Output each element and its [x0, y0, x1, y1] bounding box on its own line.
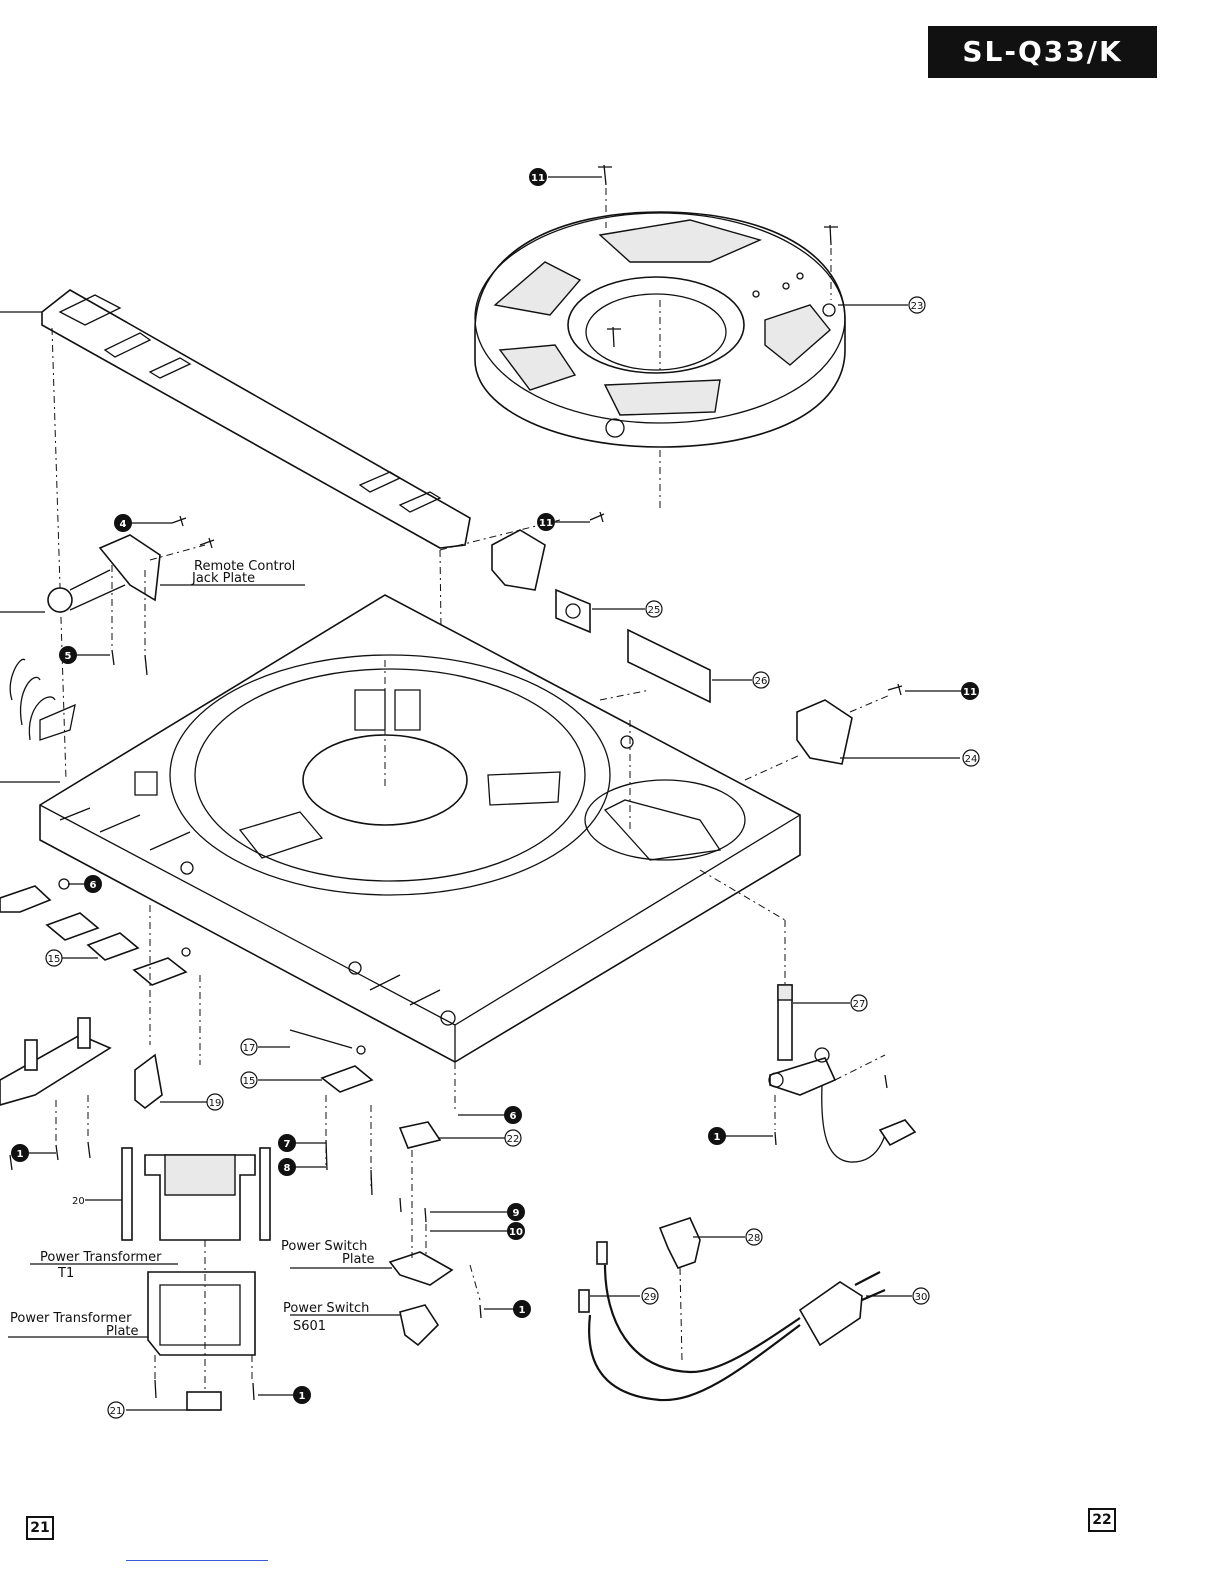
callout-27: 27: [851, 995, 867, 1011]
svg-text:1: 1: [17, 1149, 24, 1160]
platter-support-ring: [475, 165, 845, 512]
label-plate: Plate: [342, 1252, 375, 1267]
label-transformer-plate: Plate: [106, 1324, 139, 1339]
callout-9: 9: [507, 1203, 525, 1221]
callout-1: 1: [513, 1300, 531, 1318]
callout-22: 22: [505, 1130, 521, 1146]
svg-text:9: 9: [513, 1208, 520, 1219]
callout-7: 7: [278, 1134, 296, 1152]
callout-1: 1: [11, 1144, 29, 1162]
svg-text:28: 28: [748, 1233, 761, 1244]
page-number-left: 21: [26, 1516, 54, 1540]
svg-text:4: 4: [120, 519, 127, 530]
callout-21: 21: [108, 1402, 124, 1418]
callout-6: 6: [84, 875, 102, 893]
callout-1: 1: [708, 1127, 726, 1145]
callout-4: 4: [114, 514, 132, 532]
power-cord-assembly: [579, 1218, 885, 1400]
svg-text:1: 1: [299, 1391, 306, 1402]
svg-text:6: 6: [510, 1111, 517, 1122]
bottom-rule: [126, 1560, 268, 1561]
callout-28: 28: [746, 1229, 762, 1245]
callout-11: 11: [529, 168, 547, 186]
svg-text:7: 7: [284, 1139, 291, 1150]
svg-text:11: 11: [539, 518, 553, 529]
callout-15: 15: [46, 950, 62, 966]
label-jack-plate: Jack Plate: [191, 571, 255, 586]
svg-text:24: 24: [965, 754, 978, 765]
page-number-right: 22: [1088, 1508, 1116, 1532]
shaft-assembly: [769, 985, 915, 1162]
svg-text:8: 8: [284, 1163, 291, 1174]
callout-26: 26: [753, 672, 769, 688]
callout-5: 5: [59, 646, 77, 664]
svg-text:22: 22: [507, 1134, 520, 1145]
svg-text:26: 26: [755, 676, 768, 687]
callout-30: 30: [913, 1288, 929, 1304]
svg-text:10: 10: [509, 1227, 523, 1238]
svg-text:23: 23: [911, 301, 924, 312]
label-t1: T1: [57, 1266, 74, 1281]
label-s601: S601: [293, 1319, 326, 1334]
svg-text:17: 17: [243, 1043, 256, 1054]
svg-text:19: 19: [209, 1098, 222, 1109]
svg-text:6: 6: [90, 880, 97, 891]
svg-text:11: 11: [963, 687, 977, 698]
callout-24: 24: [963, 750, 979, 766]
label-power-switch: Power Switch: [283, 1301, 369, 1316]
callout-17: 17: [241, 1039, 257, 1055]
svg-text:25: 25: [648, 605, 661, 616]
callout-10: 10: [507, 1222, 525, 1240]
svg-text:15: 15: [48, 954, 61, 965]
pads: [556, 590, 710, 702]
callout-1: 1: [293, 1386, 311, 1404]
callout-11: 11: [961, 682, 979, 700]
svg-text:21: 21: [110, 1406, 123, 1417]
callout-25: 25: [646, 601, 662, 617]
callout-20: 20: [72, 1196, 85, 1207]
svg-text:15: 15: [243, 1076, 256, 1087]
callout-23: 23: [909, 297, 925, 313]
svg-text:5: 5: [65, 651, 72, 662]
svg-text:30: 30: [915, 1292, 928, 1303]
svg-text:1: 1: [519, 1305, 526, 1316]
power-transformer-assembly: [122, 1148, 270, 1410]
cabinet-base: [40, 520, 800, 1110]
svg-text:1: 1: [714, 1132, 721, 1143]
svg-text:11: 11: [531, 173, 545, 184]
callout-8: 8: [278, 1158, 296, 1176]
stopper: [135, 1055, 162, 1108]
callout-29: 29: [642, 1288, 658, 1304]
svg-text:29: 29: [644, 1292, 657, 1303]
label-power-transformer: Power Transformer: [40, 1250, 162, 1265]
svg-text:27: 27: [853, 999, 866, 1010]
callout-6: 6: [504, 1106, 522, 1124]
callout-15: 15: [241, 1072, 257, 1088]
callout-19: 19: [207, 1094, 223, 1110]
callout-11: 11: [537, 513, 555, 531]
